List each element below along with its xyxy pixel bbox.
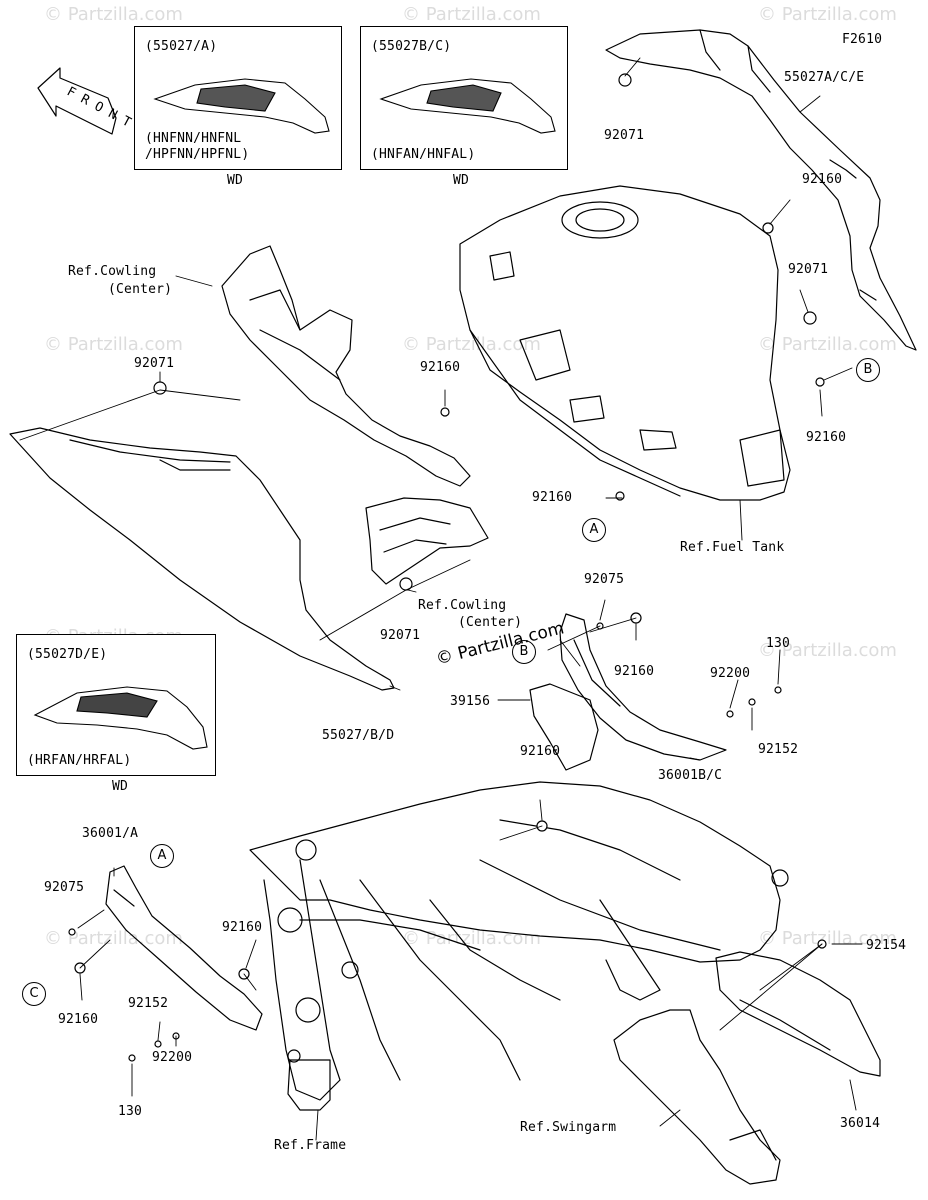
lower-cowl-piece — [365, 497, 489, 585]
inset-55027-bc: (55027B/C) (HNFAN/HNFAL) — [360, 26, 568, 170]
inset-cowl-drawing — [33, 686, 208, 750]
swingarm — [613, 1009, 781, 1185]
inset-de-tag: WD — [112, 779, 129, 794]
part-label-92160[interactable]: 92160 — [58, 1012, 99, 1027]
part-label-92200[interactable]: 92200 — [152, 1050, 193, 1065]
part-label-92160[interactable]: 92160 — [532, 490, 573, 505]
part-label-92160[interactable]: 92160 — [520, 744, 561, 759]
part-label-130[interactable]: 130 — [766, 636, 791, 651]
inset-models-line1: (HNFNN/HNFNL — [145, 131, 242, 146]
watermark: © Partzilla.com — [402, 4, 541, 25]
inset-cowl-drawing — [153, 78, 330, 134]
inset-title: (55027B/C) — [371, 39, 452, 54]
part-label-92071[interactable]: 92071 — [380, 628, 421, 643]
inset-cowl-drawing — [379, 78, 556, 134]
inset-title: (55027D/E) — [27, 647, 108, 662]
ref-cowling-center-label[interactable]: Ref.Cowling — [68, 264, 157, 279]
inset-55027-de: (55027D/E) (HRFAN/HRFAL) — [16, 634, 216, 776]
ref-cowling-center-label[interactable]: (Center) — [458, 615, 523, 630]
svg-text:F R O N T: F R O N T — [64, 84, 133, 130]
part-label-55027ace[interactable]: 55027A/C/E — [784, 70, 865, 85]
pad-39156 — [529, 683, 599, 771]
part-label-92152[interactable]: 92152 — [128, 996, 169, 1011]
side-cowl — [9, 427, 395, 691]
ref-fuel-tank-label[interactable]: Ref.Fuel Tank — [680, 540, 785, 555]
inset-55027-a: (55027/A) (HNFNN/HNFNL /HPFNN/HPFNL) — [134, 26, 342, 170]
upper-right-cowl — [605, 29, 917, 351]
part-label-92071[interactable]: 92071 — [134, 356, 175, 371]
part-label-92152[interactable]: 92152 — [758, 742, 799, 757]
ref-marker-a: A — [582, 518, 606, 542]
part-label-55027bd[interactable]: 55027/B/D — [322, 728, 395, 743]
rear-guard — [715, 951, 881, 1077]
fuel-tank — [459, 185, 791, 501]
watermark: © Partzilla.com — [44, 928, 183, 949]
figure-code: F2610 — [842, 32, 883, 47]
inset-bc-tag: WD — [453, 173, 470, 188]
watermark: © Partzilla.com — [44, 334, 183, 355]
watermark: © Partzilla.com — [758, 640, 897, 661]
watermark: © Partzilla.com — [402, 334, 541, 355]
watermark: © Partzilla.com — [758, 334, 897, 355]
part-label-92071[interactable]: 92071 — [788, 262, 829, 277]
ref-swingarm-label[interactable]: Ref.Swingarm — [520, 1120, 617, 1135]
part-label-92160[interactable]: 92160 — [222, 920, 263, 935]
part-label-36001a[interactable]: 36001/A — [82, 826, 139, 841]
cowling-center-upper — [221, 245, 471, 487]
ref-cowling-center-label[interactable]: Ref.Cowling — [418, 598, 507, 613]
ref-marker-b: B — [512, 640, 536, 664]
part-label-36014[interactable]: 36014 — [840, 1116, 881, 1131]
side-cover-right — [559, 613, 727, 761]
side-cover-left — [105, 865, 263, 1031]
watermark: © Partzilla.com — [402, 928, 541, 949]
ref-marker-a: A — [150, 844, 174, 868]
inset-models: (HNFAN/HNFAL) — [371, 147, 476, 162]
part-label-130[interactable]: 130 — [118, 1104, 143, 1119]
part-label-92160[interactable]: 92160 — [614, 664, 655, 679]
part-label-92071[interactable]: 92071 — [604, 128, 645, 143]
leader-lines — [19, 57, 863, 1141]
inset-a-tag: WD — [227, 173, 244, 188]
watermark: © Partzilla.com — [44, 4, 183, 25]
front-arrow: F R O N T — [37, 67, 134, 135]
part-label-92154[interactable]: 92154 — [866, 938, 907, 953]
ref-frame-label[interactable]: Ref.Frame — [274, 1138, 347, 1153]
ref-marker-c: C — [22, 982, 46, 1006]
part-label-36001bc[interactable]: 36001B/C — [658, 768, 723, 783]
watermark: © Partzilla.com — [758, 4, 897, 25]
part-label-92075[interactable]: 92075 — [584, 572, 625, 587]
part-label-92075[interactable]: 92075 — [44, 880, 85, 895]
ref-cowling-center-label[interactable]: (Center) — [108, 282, 173, 297]
part-label-39156[interactable]: 39156 — [450, 694, 491, 709]
frame — [249, 781, 789, 1111]
inset-title: (55027/A) — [145, 39, 218, 54]
ref-marker-b: B — [856, 358, 880, 382]
fasteners — [68, 73, 827, 1062]
part-label-92200[interactable]: 92200 — [710, 666, 751, 681]
part-label-92160[interactable]: 92160 — [420, 360, 461, 375]
part-label-92160[interactable]: 92160 — [806, 430, 847, 445]
inset-models-line2: /HPFNN/HPFNL) — [145, 147, 250, 162]
part-label-92160[interactable]: 92160 — [802, 172, 843, 187]
inset-models: (HRFAN/HRFAL) — [27, 753, 132, 768]
